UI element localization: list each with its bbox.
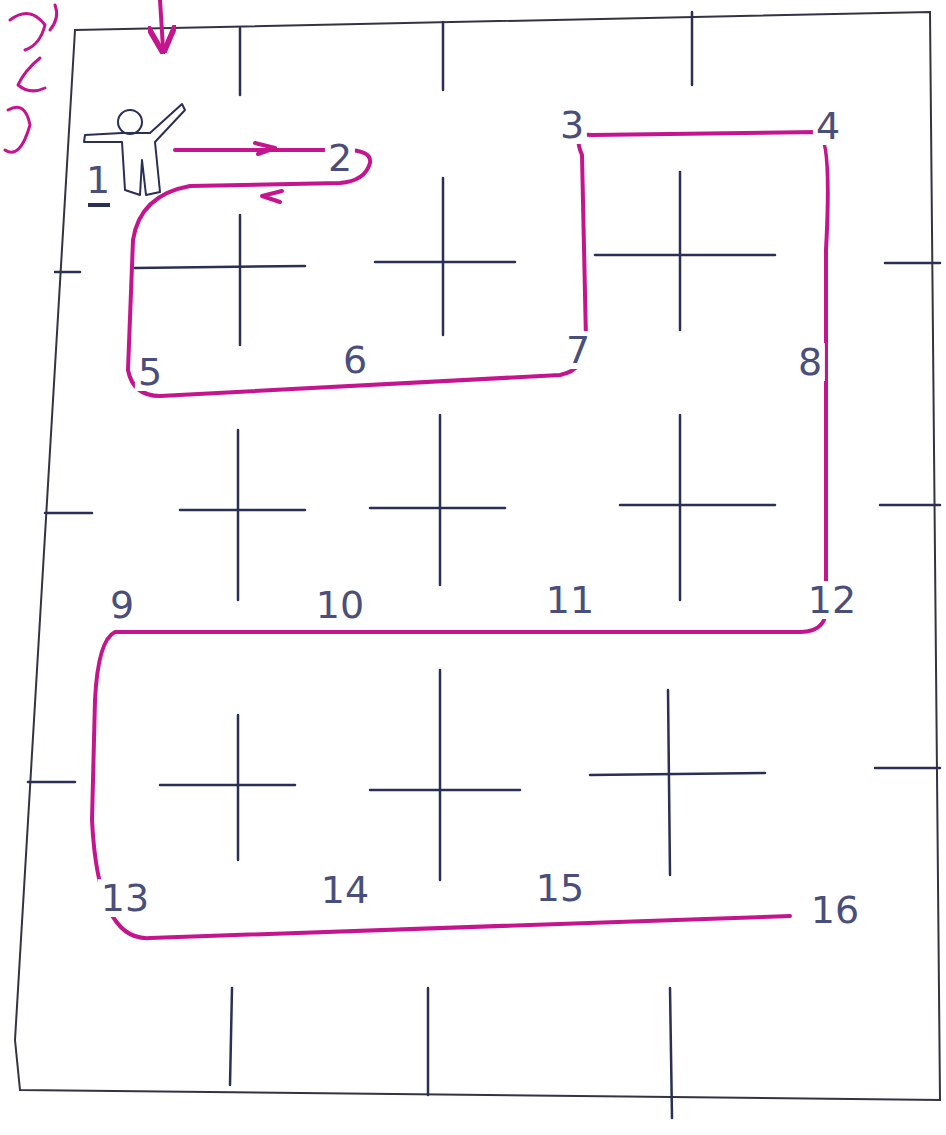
callout-number: 14 — [318, 871, 372, 909]
grid-crosses — [28, 12, 940, 1118]
callout-number: 9 — [107, 586, 137, 624]
callout-number: 6 — [340, 341, 370, 379]
callout-number: 3 — [557, 106, 587, 144]
callout-number: 13 — [98, 879, 152, 917]
callout-number: 2 — [325, 139, 355, 177]
callout-number: 4 — [813, 107, 843, 145]
callout-number: 11 — [543, 581, 597, 619]
callout-number: 16 — [808, 891, 862, 929]
callout-number: 1 — [83, 161, 113, 199]
callout-number: 7 — [563, 331, 593, 369]
callout-number: 15 — [533, 869, 587, 907]
callout-number: 10 — [313, 586, 367, 624]
callout-number: 5 — [135, 353, 165, 391]
paper-border — [15, 12, 940, 1100]
route-path — [5, 0, 828, 938]
callout-number: 8 — [795, 343, 825, 381]
callout-number: 12 — [805, 581, 859, 619]
